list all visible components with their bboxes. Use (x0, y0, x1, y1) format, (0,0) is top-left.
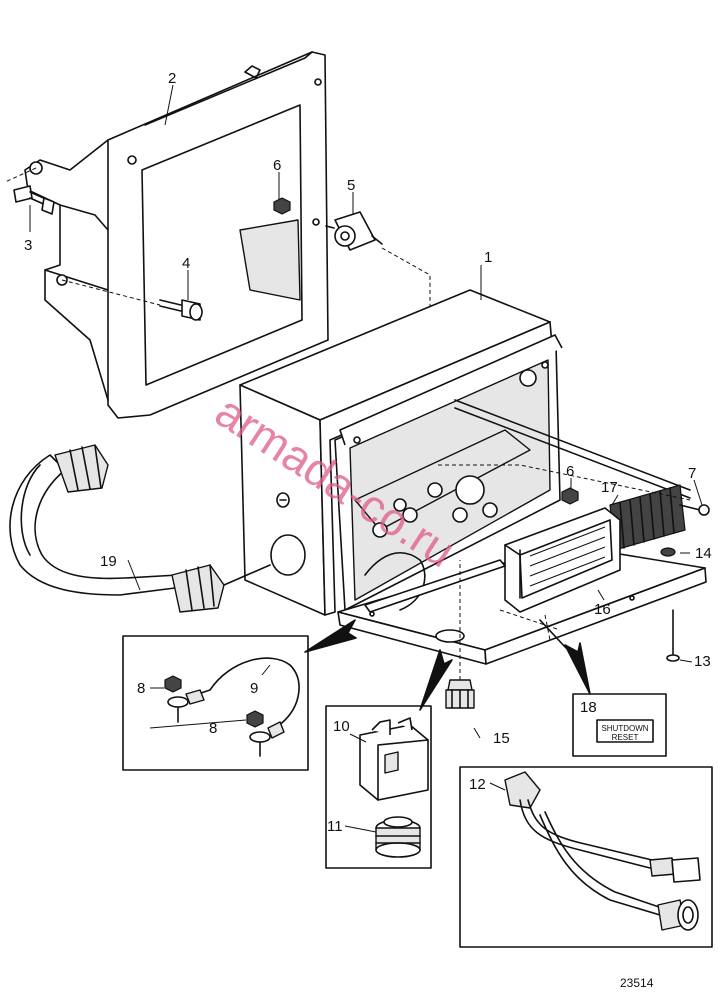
callout-4: 4 (182, 255, 190, 272)
callout-6-right: 6 (566, 463, 574, 480)
mounting-bracket (4, 51, 329, 419)
callout-6-top: 6 (273, 157, 281, 174)
callout-12: 12 (469, 776, 486, 793)
label-plate-line2: RESET (612, 733, 639, 742)
callout-7: 7 (688, 465, 696, 482)
din-rail (364, 559, 506, 613)
arrow-detail-1 (304, 619, 357, 653)
cable-9-inside (364, 551, 426, 611)
detail-box-label-18 (572, 693, 667, 757)
arrow-detail-2 (419, 649, 453, 711)
callout-15: 15 (493, 730, 510, 747)
callout-14: 14 (695, 545, 712, 562)
callout-5: 5 (347, 177, 355, 194)
callout-11: 11 (327, 818, 343, 835)
screw-13 (666, 609, 680, 662)
callout-1: 1 (484, 249, 492, 266)
callout-labels: 1 2 3 4 5 6 6 7 8 8 9 10 11 12 13 14 15 … (24, 70, 712, 835)
callout-13: 13 (694, 653, 711, 670)
callout-16: 16 (594, 601, 611, 618)
figure-number: 23514 (620, 976, 654, 990)
detail-box-ground-cable (122, 635, 309, 771)
callout-3: 3 (24, 237, 32, 254)
callout-19: 19 (100, 553, 117, 570)
callout-17: 17 (601, 479, 618, 496)
terminal-block-17 (454, 399, 691, 551)
nut-6-top (273, 197, 291, 215)
callout-8-bottom: 8 (209, 720, 217, 737)
leader-18 (539, 619, 567, 649)
bolt-4 (159, 299, 203, 321)
dash-rail (438, 464, 691, 501)
label-plate-line1: SHUTDOWN (601, 724, 648, 733)
gland-15 (445, 560, 475, 709)
detail-box-switch (325, 705, 432, 869)
enclosure-box (239, 289, 563, 616)
leader-lines (29, 84, 703, 833)
screw-7 (679, 504, 710, 516)
callout-8-top: 8 (137, 680, 145, 697)
callout-2: 2 (168, 70, 176, 87)
callout-9: 9 (250, 680, 258, 697)
washer-14 (660, 547, 676, 557)
arrow-detail-3 (564, 642, 591, 695)
callout-18: 18 (580, 699, 597, 716)
control-unit-16 (504, 507, 621, 613)
conduit-19 (9, 444, 271, 613)
bolt-3 (13, 185, 55, 215)
callout-10: 10 (333, 718, 350, 735)
dash-16 (499, 609, 561, 641)
nut-6-right (561, 487, 579, 505)
detail-box-harness-12 (459, 766, 713, 948)
